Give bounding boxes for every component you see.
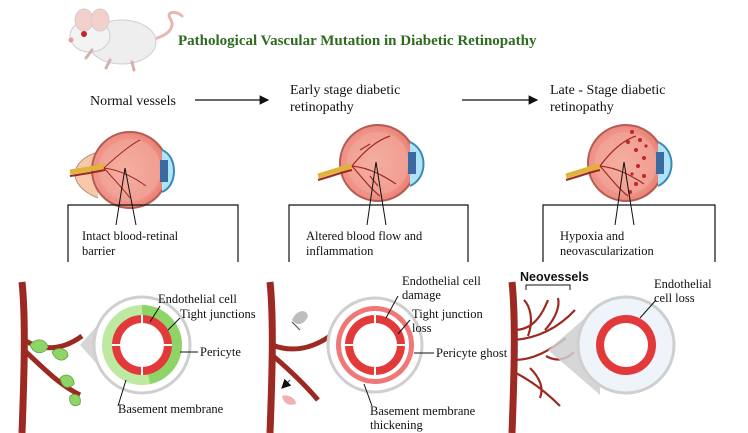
label-endothelial-cell-loss: Endothelial cell loss — [654, 277, 712, 305]
box-label-line: barrier — [82, 244, 116, 258]
box-label-line: inflammation — [306, 244, 374, 258]
label-line: damage — [402, 288, 441, 302]
label-line: loss — [412, 321, 432, 335]
label-endothelial-damage: Endothelial cell damage — [402, 274, 481, 302]
stage-label-line: Normal vessels — [90, 94, 176, 109]
stage-label-normal: Normal vessels — [90, 93, 176, 110]
stage-label-line: Late - Stage diabetic — [550, 83, 666, 98]
label-tight-junction-loss: Tight junction loss — [412, 307, 483, 335]
box-label-normal: Intact blood-retinal barrier — [82, 229, 178, 259]
label-tight-junctions: Tight junctions — [180, 307, 256, 321]
stage-label-line: Early stage diabetic — [290, 83, 401, 98]
stage-label-early: Early stage diabetic retinopathy — [290, 82, 400, 116]
label-line: Basement membrane — [370, 404, 476, 418]
label-pericyte-ghost: Pericyte ghost — [436, 346, 508, 360]
vessel-early — [266, 281, 434, 433]
label-line: cell loss — [654, 291, 695, 305]
mouse-icon — [68, 8, 184, 72]
label-neovessels: Neovessels — [520, 270, 589, 284]
box-label-line: neovascularization — [560, 244, 654, 258]
box-label-early: Altered blood flow and inflammation — [306, 229, 422, 259]
vessel-normal — [18, 281, 198, 433]
label-line: Tight junction — [412, 307, 483, 321]
stage-box-1 — [67, 204, 239, 262]
label-basement-thickening: Basement membrane thickening — [370, 404, 475, 432]
label-line: thickening — [370, 418, 423, 432]
label-pericyte: Pericyte — [200, 345, 241, 359]
label-endothelial-cell: Endothelial cell — [158, 292, 237, 306]
eye-early — [317, 124, 425, 202]
box-label-late: Hypoxia and neovascularization — [560, 229, 654, 259]
box-label-line: Intact blood-retinal — [82, 229, 179, 243]
label-line: Endothelial — [654, 277, 712, 291]
label-basement-membrane: Basement membrane — [118, 402, 224, 416]
label-line: Endothelial cell — [402, 274, 481, 288]
vessel-late — [508, 281, 676, 433]
box-label-line: Altered blood flow and — [306, 229, 423, 243]
stage-box-2 — [288, 204, 469, 262]
stage-label-late: Late - Stage diabetic retinopathy — [550, 82, 665, 116]
eye-late — [565, 124, 673, 202]
stage-label-line: retinopathy — [290, 100, 354, 115]
stage-box-3 — [542, 204, 716, 262]
box-label-line: Hypoxia and — [560, 229, 625, 243]
figure-title: Pathological Vascular Mutation in Diabet… — [178, 33, 537, 49]
stage-label-line: retinopathy — [550, 100, 614, 115]
eye-normal — [69, 131, 175, 209]
